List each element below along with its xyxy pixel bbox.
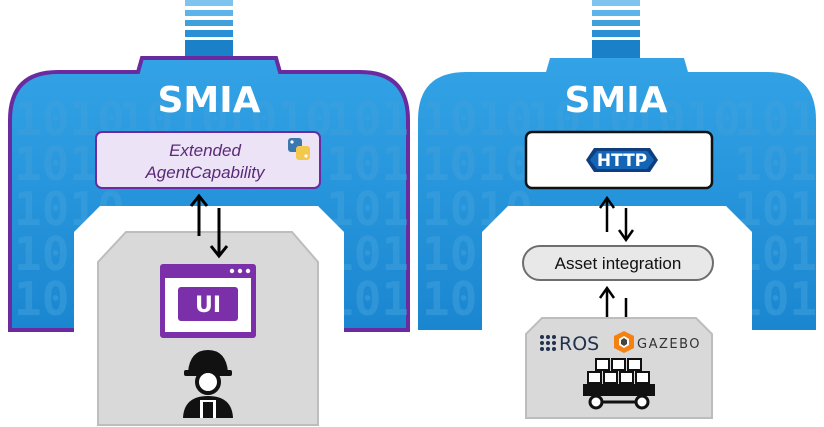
operator-icon xyxy=(183,350,233,418)
capability-label-line2: AgentCapability xyxy=(144,163,266,182)
left-connector xyxy=(185,0,233,58)
python-icon xyxy=(288,138,310,160)
http-label: HTTP xyxy=(597,151,647,171)
asset-integration-label: Asset integration xyxy=(555,254,682,273)
gazebo-icon xyxy=(614,331,634,353)
gazebo-label: GAZEBO xyxy=(637,337,701,352)
right-smia-title: SMIA xyxy=(564,80,667,121)
bidirectional-arrows-icon xyxy=(189,193,229,259)
right-binary-texture: 1010 1010 1010 1010 1010 1010 1010 1010 … xyxy=(422,92,824,326)
robot-cart-icon xyxy=(583,358,655,410)
right-smia-panel: 1010 1010 1010 1010 1010 1010 1010 1010 … xyxy=(418,0,824,419)
svg-text:1010: 1010 xyxy=(734,137,824,191)
svg-text:1010: 1010 xyxy=(422,92,533,146)
bidirectional-arrows-icon xyxy=(598,195,635,243)
svg-text:1010: 1010 xyxy=(326,92,437,146)
ui-label: UI xyxy=(195,293,221,318)
right-connector xyxy=(592,0,640,58)
capability-label-line1: Extended xyxy=(169,141,241,160)
http-box: HTTP xyxy=(524,130,714,190)
ros-label: ROS xyxy=(559,333,599,355)
left-smia-title: SMIA xyxy=(157,80,260,121)
svg-text:1010: 1010 xyxy=(326,182,437,236)
extended-agentcapability-box: Extended AgentCapability xyxy=(95,131,321,189)
svg-text:1010: 1010 xyxy=(734,92,824,146)
svg-text:1010: 1010 xyxy=(422,137,533,191)
ui-window-icon: UI xyxy=(160,264,256,338)
left-smia-panel: 1010 1010 1010 1010 1010 1010 1010 1010 … xyxy=(8,0,437,426)
svg-text:1010: 1010 xyxy=(734,182,824,236)
asset-integration-box: Asset integration xyxy=(522,245,714,281)
ros-dots-icon xyxy=(540,335,556,351)
svg-text:1010: 1010 xyxy=(326,137,437,191)
